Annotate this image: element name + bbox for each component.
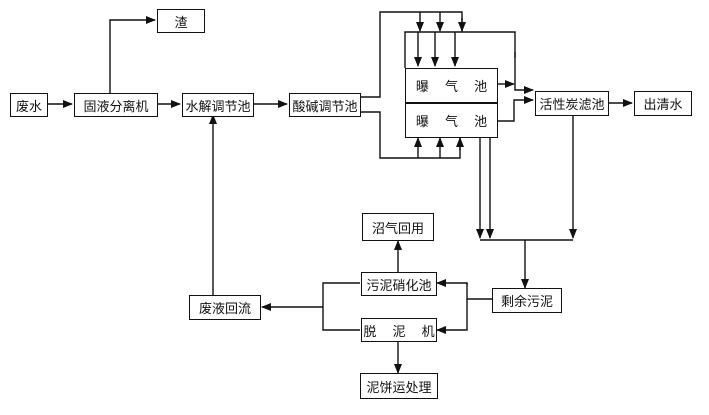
edge-excess-to-dewater	[436, 299, 468, 334]
separator-node: 固液分离机	[74, 93, 158, 117]
edge-aeration2-out	[498, 96, 534, 122]
edge-excess-split	[466, 283, 492, 300]
biogas-reuse-node: 沼气回用	[362, 213, 434, 241]
aeration-tank-1-node: 曝 气 池	[405, 68, 498, 103]
waste-liquid-return-node: 废液回流	[189, 295, 261, 320]
wastewater-node: 废水	[10, 93, 48, 117]
effluent-node: 出清水	[634, 91, 692, 116]
edge-excess-to-digestion	[436, 279, 468, 287]
carbon-filter-node: 活性炭滤池	[535, 91, 609, 116]
aeration-tank-2-node: 曝 气 池	[405, 103, 498, 138]
acidbase-node: 酸碱调节池	[289, 93, 361, 117]
excess-sludge-node: 剩余污泥	[492, 288, 562, 313]
hydrolysis-node: 水解调节池	[182, 93, 254, 117]
sludge-digestion-node: 污泥硝化池	[361, 272, 437, 296]
edge-top-feed-inner	[404, 31, 516, 68]
edge-separator-to-residue	[109, 16, 156, 94]
edge-digestion-to-split	[322, 282, 360, 331]
edge-inner-to-filter-1	[514, 52, 534, 94]
cake-disposal-node: 泥饼运处理	[360, 373, 438, 399]
dewatering-machine-node: 脱 泥 机	[361, 318, 437, 342]
residue-node: 渣	[157, 9, 205, 33]
